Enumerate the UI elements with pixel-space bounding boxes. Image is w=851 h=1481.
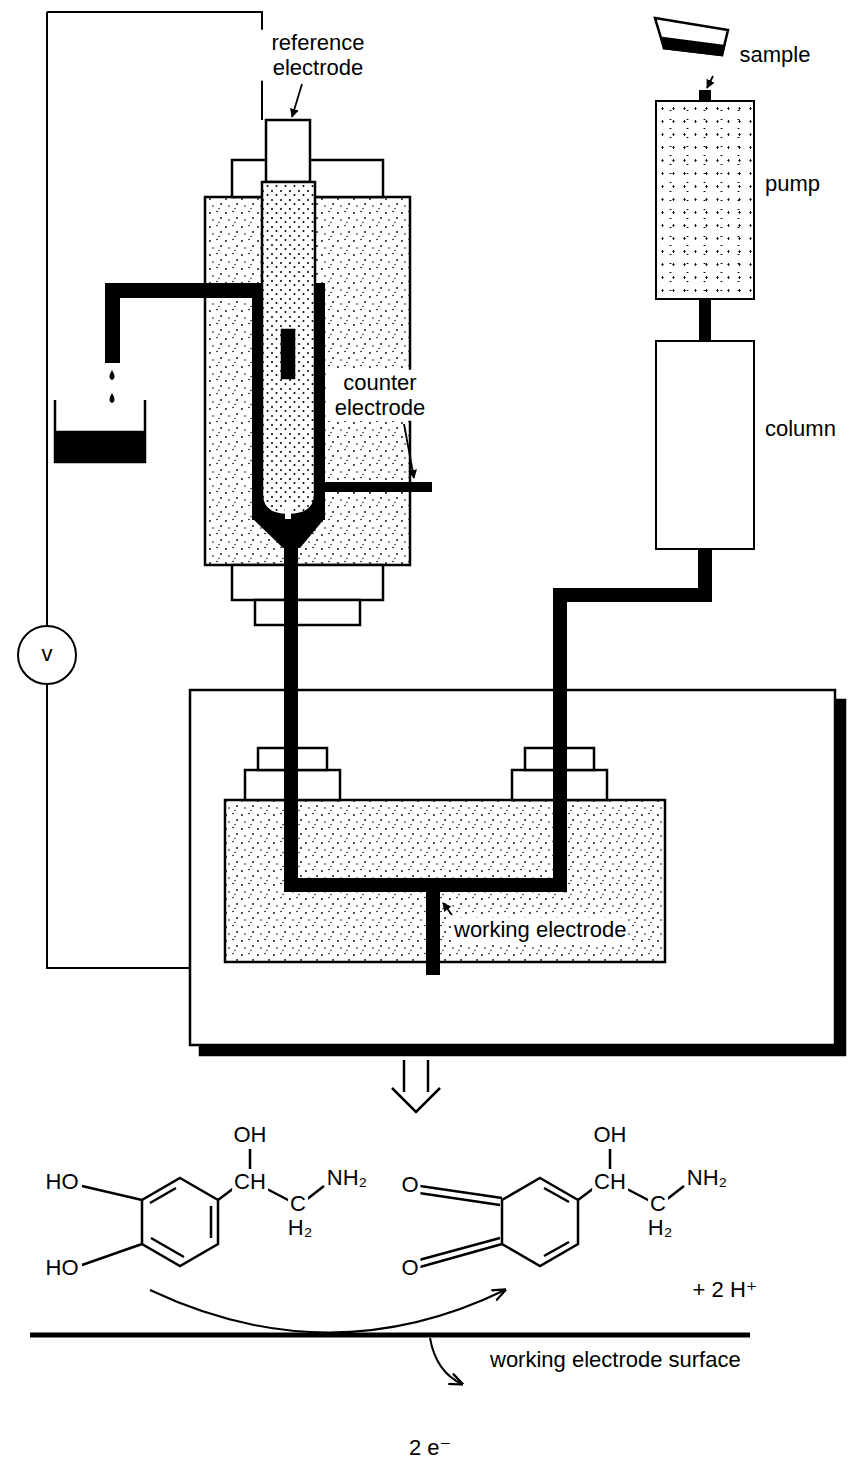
atom-label: O [399,1255,420,1280]
leader-line [443,903,452,915]
node-label: column [763,416,838,441]
cell-housing [255,600,360,625]
pump-box: pump [655,100,755,300]
column-box: column [655,340,755,550]
atom-label: HO [44,1169,81,1194]
quinone-structure [502,1178,578,1266]
reference-electrode-tube [266,120,310,182]
reaction-arrow [150,1290,505,1333]
catechol-structure [150,1188,211,1257]
atom-label: OH [592,1122,629,1147]
flow-channel [699,90,711,102]
down-arrow [392,1060,440,1112]
atom-label: NH₂ [325,1165,369,1190]
atom-label: NH₂ [685,1165,729,1190]
electrode-surface [30,1333,750,1338]
reaction-product: + 2 H⁺ [691,1277,760,1302]
leader-line [707,76,713,88]
leader-line [292,76,713,915]
wire [47,12,262,120]
atom-label: CH [232,1169,268,1194]
reference-electrode-tube [262,182,315,515]
atom-label: H₂ [286,1215,314,1240]
outlet-tube [110,370,115,380]
reference-electrode-tube [262,120,315,519]
counter-electrode [316,482,432,492]
outlet-tube [105,283,120,363]
catechol-structure [218,1149,324,1201]
atom-label: OH [232,1122,269,1147]
working-electrode [426,885,440,975]
down-arrow [392,1088,440,1112]
atom-label: C [648,1191,668,1216]
flow-channel [560,550,705,892]
flow-channel [291,520,560,885]
atom-label: C [288,1191,308,1216]
down-arrow [404,1060,428,1092]
atom-label: H₂ [646,1215,674,1240]
sample-beaker [662,38,724,55]
flow-channel [291,90,705,892]
surface-label: working electrode surface [488,1347,743,1372]
quinone-structure [419,1238,502,1267]
waste-beaker [57,432,143,460]
outlet-tube [252,518,325,548]
node-label: v [40,641,55,666]
catechol-structure [82,1149,324,1266]
catechol-structure [82,1186,142,1265]
cell-housing [232,565,383,600]
waste-beaker [55,400,145,462]
outlet-tube [110,393,115,403]
quinone-structure [578,1149,684,1201]
atom-label: HO [44,1255,81,1280]
quinone-structure [419,1186,502,1205]
reference-electrode-tube [285,505,291,519]
atom-label: CH [592,1169,628,1194]
outlet-tube [105,283,255,298]
leader-line [404,424,414,478]
cell-housing [205,160,410,625]
quinone-structure [419,1149,684,1267]
part-label: counter electrode [328,370,432,421]
sample-beaker [655,18,728,55]
tube-connector [699,300,711,340]
part-label: sample [738,42,813,67]
node-label: pump [763,172,822,197]
voltmeter-symbol: v [17,625,77,685]
part-label: reference electrode [261,30,375,81]
sample-beaker [655,18,728,55]
electron-label: 2 e⁻ [407,1435,453,1460]
quinone-structure [544,1188,569,1256]
part-label: working electrode [452,917,628,942]
reaction-arrow [150,1290,505,1384]
leader-line [292,84,302,117]
reaction-arrow [430,1338,462,1384]
atom-label: O [399,1172,420,1197]
waste-beaker [55,400,145,462]
wire [46,12,48,625]
reference-electrode-tube [282,330,294,378]
catechol-structure [142,1178,218,1266]
